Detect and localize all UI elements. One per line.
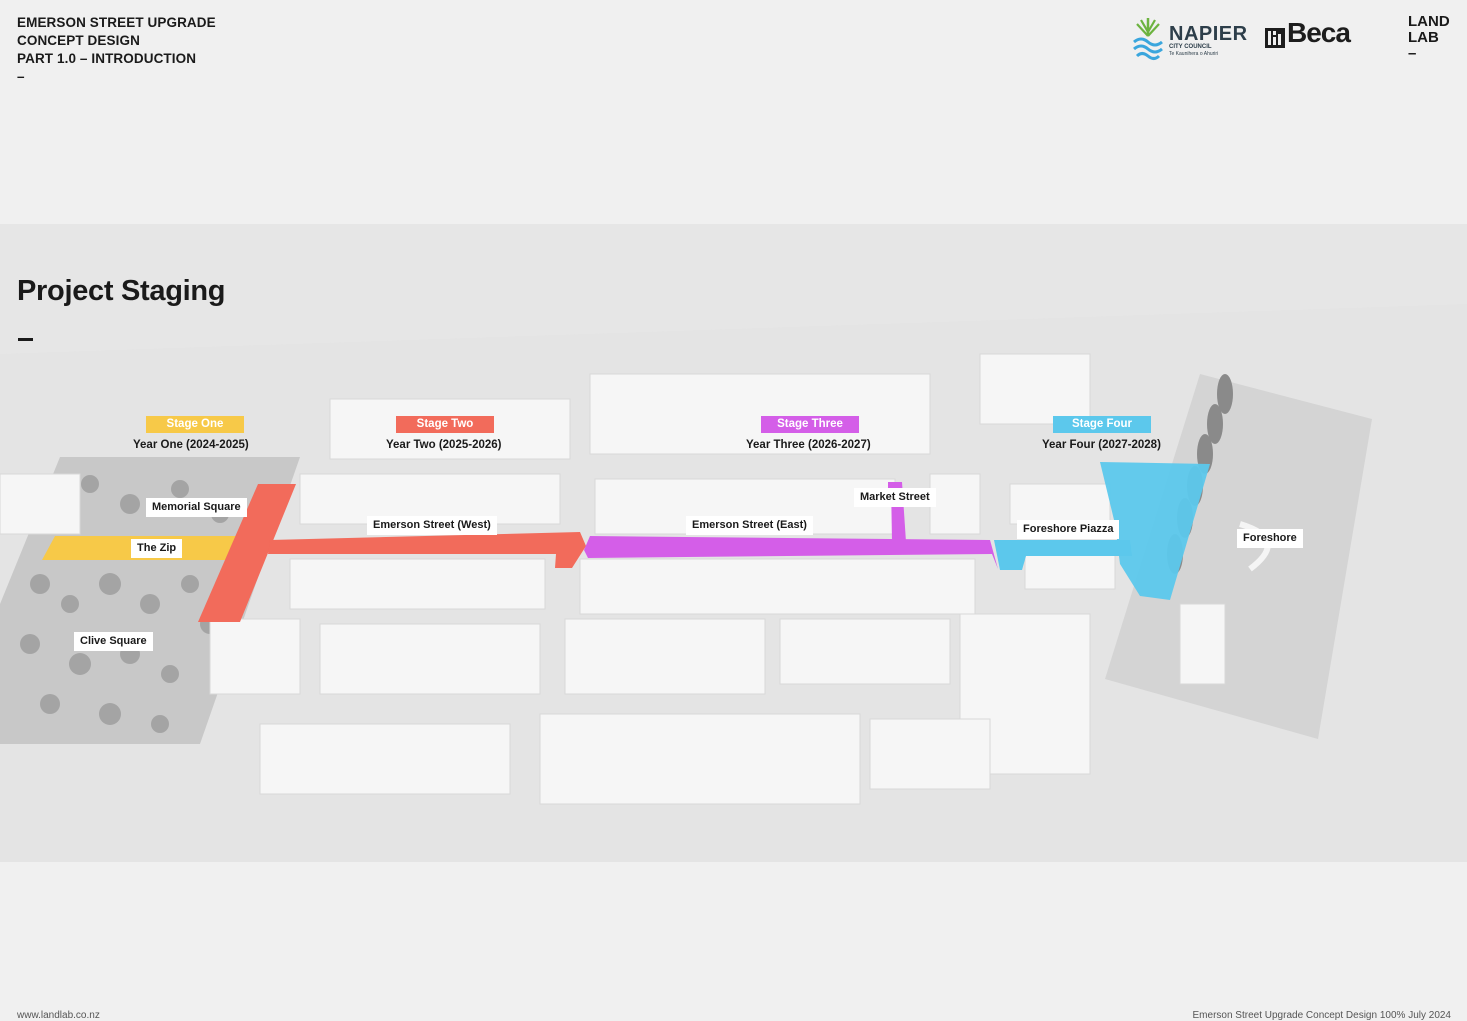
stage-four-street-zone xyxy=(994,540,1132,570)
stage-three-year: Year Three (2026-2027) xyxy=(746,439,871,451)
label-the-zip: The Zip xyxy=(131,539,183,558)
stage-one-year: Year One (2024-2025) xyxy=(133,439,249,451)
label-emerson-east: Emerson Street (East) xyxy=(686,516,813,535)
title-dash xyxy=(18,338,33,341)
label-market-street: Market Street xyxy=(854,488,936,507)
document-part: PART 1.0 – INTRODUCTION xyxy=(17,51,197,66)
napier-logo: NAPIER CITY COUNCIL Te Kaunihera o Ahuri… xyxy=(1131,14,1251,64)
header-dash: – xyxy=(17,69,25,84)
beca-mark-icon xyxy=(1265,28,1285,48)
label-emerson-west: Emerson Street (West) xyxy=(367,516,497,535)
label-foreshore: Foreshore xyxy=(1237,529,1303,548)
stage-four-piazza-zone xyxy=(1100,462,1210,600)
document-header: EMERSON STREET UPGRADE CONCEPT DESIGN PA… xyxy=(17,14,216,86)
stage-two-square-zone xyxy=(198,484,296,622)
beca-logo: Beca xyxy=(1265,17,1355,50)
stage-two-street-zone xyxy=(268,532,586,568)
stage-two-year: Year Two (2025-2026) xyxy=(386,439,502,451)
label-foreshore-piazza: Foreshore Piazza xyxy=(1017,520,1120,539)
document-type: CONCEPT DESIGN xyxy=(17,33,140,48)
label-clive-square: Clive Square xyxy=(74,632,153,651)
page-title: Project Staging xyxy=(17,275,226,307)
napier-subtitle: CITY COUNCIL xyxy=(1169,44,1212,50)
staging-map-graphic xyxy=(0,304,1467,862)
landlab-logo: LAND LAB – xyxy=(1408,14,1451,62)
landlab-dash: – xyxy=(1408,45,1417,62)
project-title: EMERSON STREET UPGRADE xyxy=(17,15,216,30)
stage-three-badge: Stage Three xyxy=(761,416,859,433)
label-memorial-square: Memorial Square xyxy=(146,498,247,517)
napier-wordmark: NAPIER xyxy=(1169,23,1248,45)
stage-one-badge: Stage One xyxy=(146,416,244,433)
beca-wordmark: Beca xyxy=(1287,17,1351,48)
landlab-line2: LAB xyxy=(1408,29,1439,46)
stage-four-year: Year Four (2027-2028) xyxy=(1042,439,1161,451)
footer-website: www.landlab.co.nz xyxy=(17,1010,100,1021)
napier-maori-name: Te Kaunihera o Ahuriri xyxy=(1169,51,1219,57)
city-buildings xyxy=(0,353,1226,805)
staging-map xyxy=(0,224,1467,862)
napier-leaf-icon xyxy=(1133,18,1163,60)
landlab-line1: LAND xyxy=(1408,13,1450,30)
stage-three-street-zone xyxy=(584,536,998,569)
stage-two-badge: Stage Two xyxy=(396,416,494,433)
stage-four-badge: Stage Four xyxy=(1053,416,1151,433)
footer-info: Emerson Street Upgrade Concept Design 10… xyxy=(1192,1010,1451,1021)
stage-three-market-marker xyxy=(888,482,901,488)
